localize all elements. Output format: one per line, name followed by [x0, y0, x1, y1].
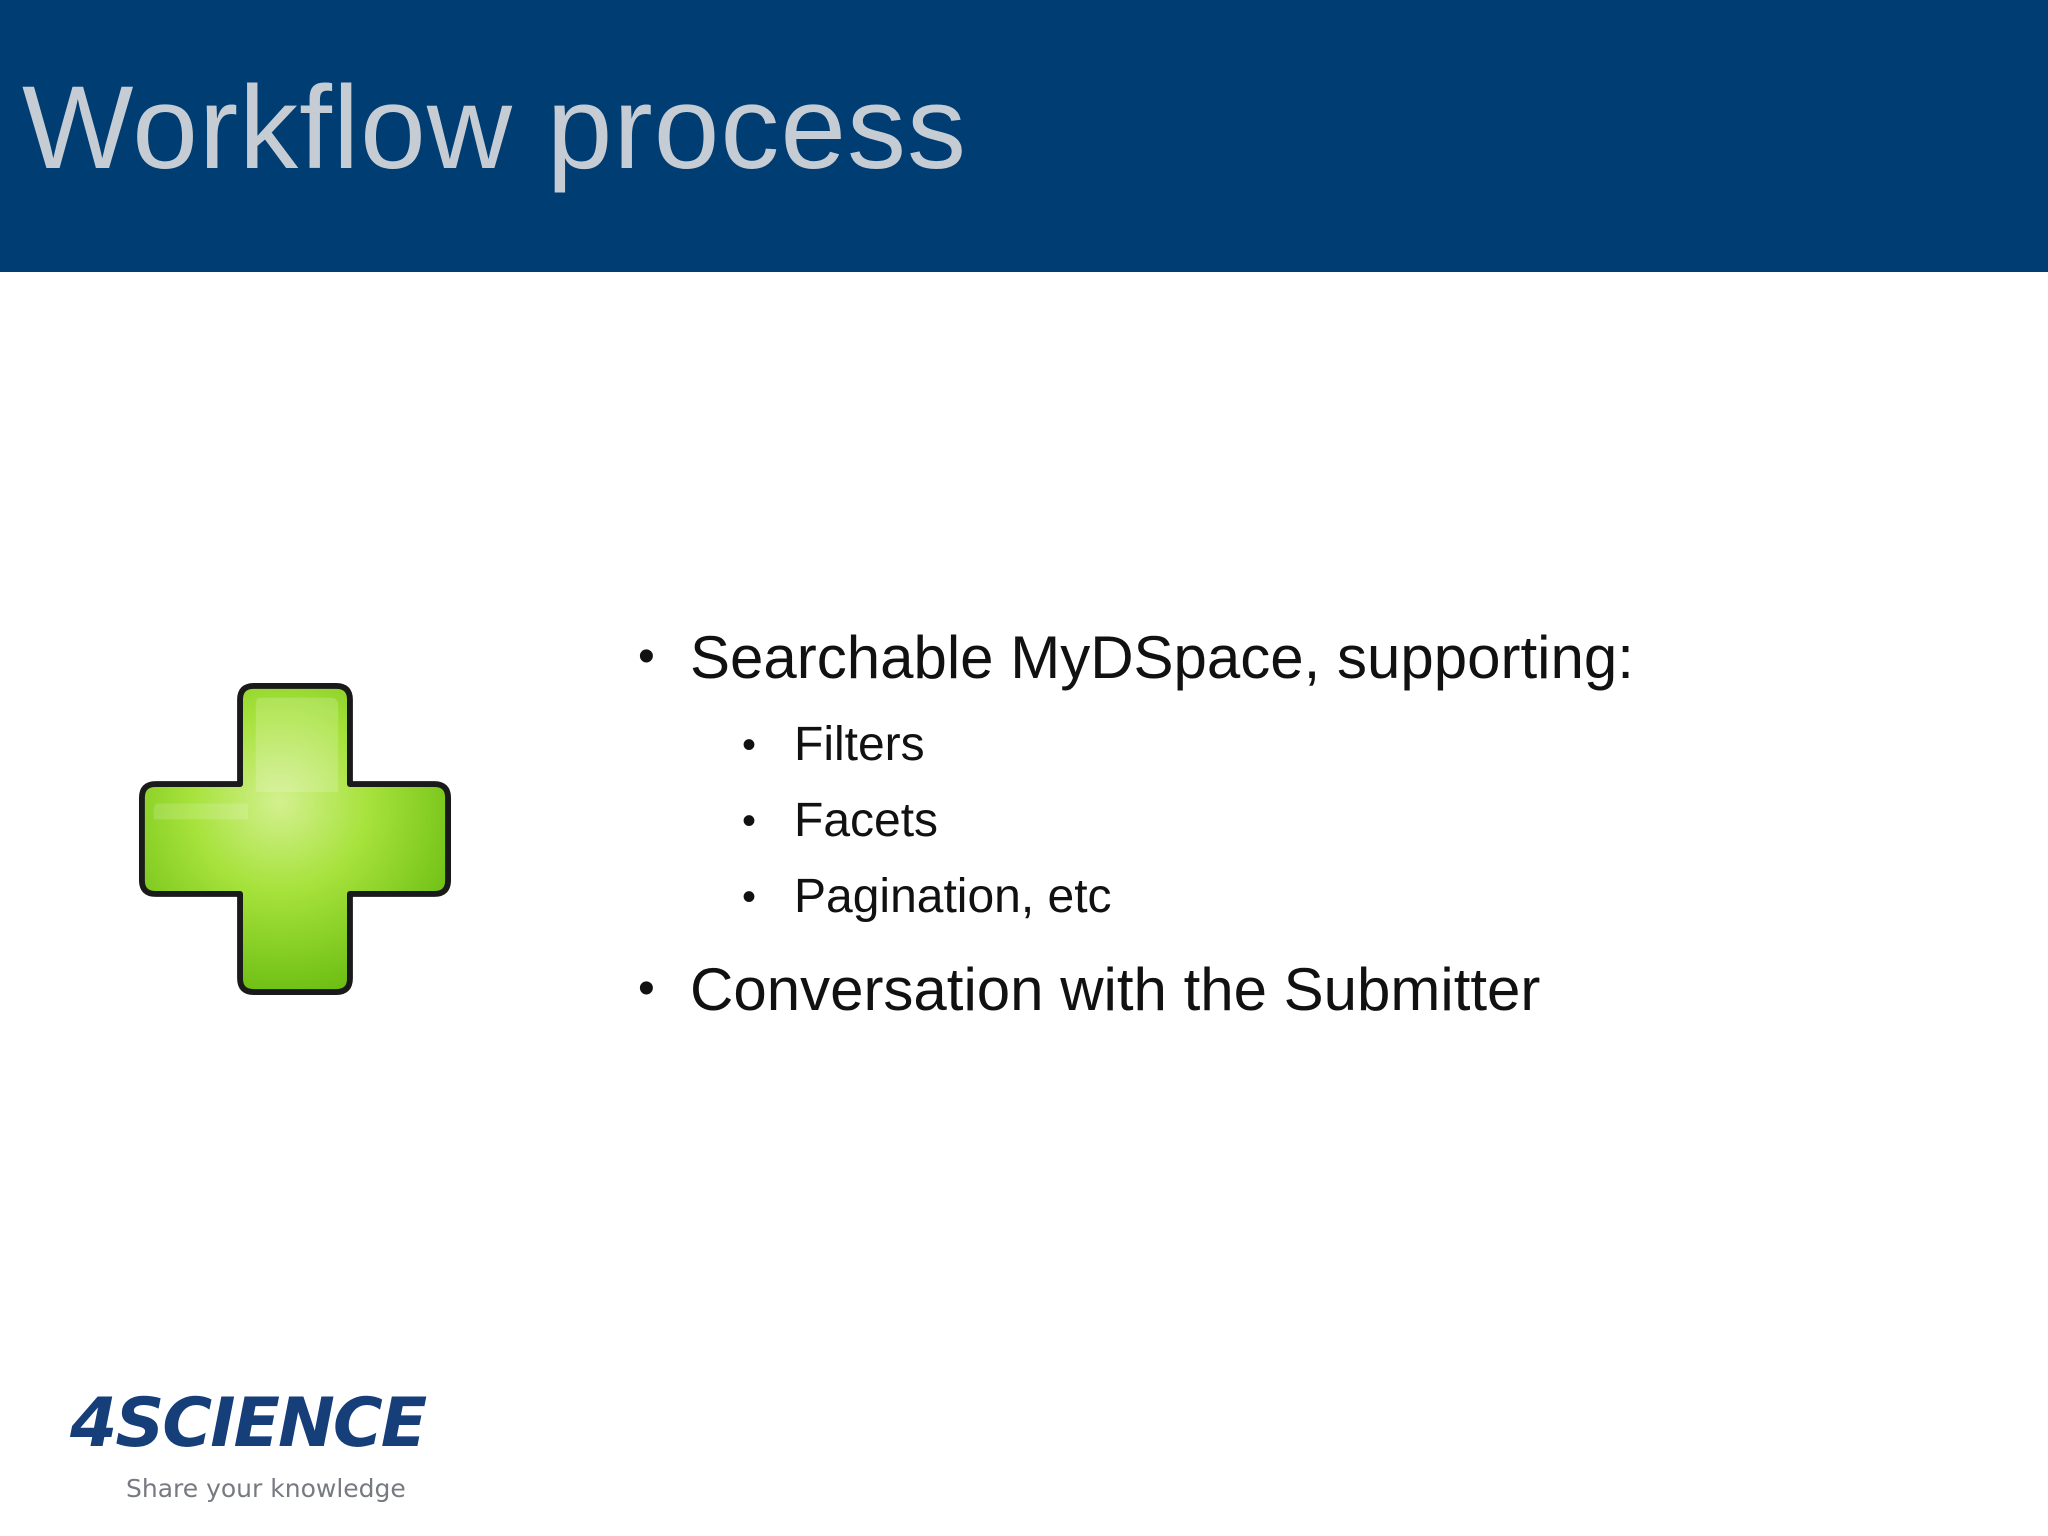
bullet-list: • Searchable MyDSpace, supporting: • Fil…	[630, 620, 2010, 1027]
bullet-dot: •	[638, 630, 655, 683]
bullet-dot: •	[742, 723, 757, 767]
bullet-text: Conversation with the Submitter	[690, 956, 1541, 1024]
logo-wordmark: 4SCIENCE	[70, 1384, 427, 1463]
sub-bullet-list: • Filters • Facets • Pagination, etc	[630, 707, 2010, 934]
logo-tagline: Share your knowledge	[126, 1474, 406, 1503]
slide-title: Workflow process	[22, 62, 967, 194]
bullet-dot: •	[742, 798, 757, 843]
bullet-dot: •	[638, 962, 655, 1016]
sub-bullet-item: • Facets	[630, 783, 2010, 859]
bullet-dot: •	[742, 874, 757, 919]
sub-bullet-text: Facets	[794, 793, 939, 847]
sub-bullet-item: • Pagination, etc	[630, 859, 2010, 935]
sub-bullet-item: • Filters	[630, 707, 2010, 783]
sub-bullet-text: Pagination, etc	[794, 869, 1112, 923]
company-logo: 4SCIENCE Share your knowledge	[70, 1384, 470, 1504]
bullet-item: • Searchable MyDSpace, supporting:	[630, 620, 2010, 695]
green-plus-icon	[138, 682, 452, 996]
bullet-item: • Conversation with the Submitter	[630, 952, 2010, 1027]
header-band: Workflow process	[0, 0, 2048, 272]
sub-bullet-text: Filters	[794, 718, 925, 771]
bullet-text: Searchable MyDSpace, supporting:	[690, 624, 1634, 691]
